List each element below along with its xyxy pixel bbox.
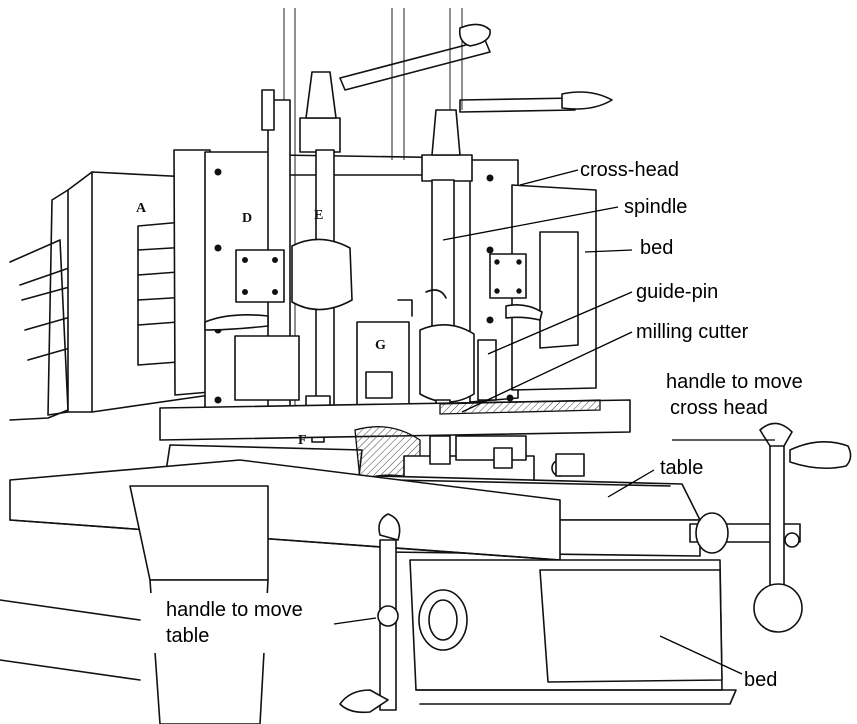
label-milling-cutter: milling cutter (636, 321, 749, 343)
label-bed-lower: bed (744, 669, 777, 691)
label-spindle: spindle (624, 196, 687, 218)
leader-bed-lower (659, 635, 743, 675)
leader-cross-head (519, 169, 579, 186)
cross-head-handle-label-bg (664, 368, 850, 420)
label-handle-cross-head-line2: cross head (670, 397, 768, 419)
leader-lines (333, 169, 775, 675)
label-bed-upper: bed (640, 237, 673, 259)
letter-d: D (242, 211, 252, 226)
right-spindle-assembly (397, 91, 613, 431)
left-spindle-assembly (204, 23, 491, 443)
leader-table (607, 469, 655, 498)
guide-block-g (356, 321, 410, 415)
leader-milling-cutter (461, 331, 633, 413)
letter-g: G (375, 338, 386, 353)
label-handle-table-line1: handle to move (166, 599, 303, 621)
leader-table-handle (333, 617, 377, 625)
label-table: table (660, 457, 703, 479)
leader-spindle (442, 206, 619, 241)
label-handle-cross-head-line1: handle to move (666, 371, 803, 393)
callout-labels: cross-head spindle bed guide-pin milling… (166, 159, 803, 691)
leader-bed-upper (584, 249, 633, 253)
leader-guide-pin (487, 291, 633, 355)
table-handwheel (339, 513, 468, 714)
label-handle-table-line2: table (166, 625, 209, 647)
letter-e: E (314, 208, 323, 223)
label-guide-pin: guide-pin (636, 281, 718, 303)
engraved-letters: A D E F G (136, 201, 386, 448)
letter-a: A (136, 201, 147, 216)
work-vise (403, 435, 585, 483)
letter-f: F (298, 433, 307, 448)
label-cross-head: cross-head (580, 159, 679, 181)
cross-head-handwheel (689, 422, 852, 633)
table-handle-label-bg (150, 593, 326, 653)
